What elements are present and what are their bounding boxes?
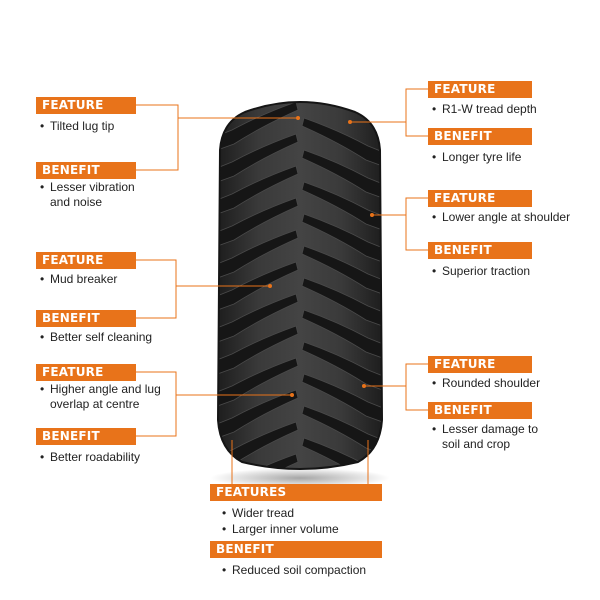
left-feature-3-text: •Higher angle and lug <box>40 382 161 396</box>
right-benefit-1-text: •Longer tyre life <box>432 150 522 164</box>
left-feature-1-tag: FEATURE <box>36 97 136 114</box>
left-benefit-1-tag: BENEFIT <box>36 162 136 179</box>
tread-lug-right <box>301 277 382 329</box>
left-benefit-1-text: •Lesser vibration <box>40 180 135 194</box>
leader-right-2 <box>405 197 428 251</box>
left-feature-2-tag: FEATURE <box>36 252 136 269</box>
left-feature-3-text-cont: overlap at centre <box>50 397 140 411</box>
leader-right-1 <box>405 88 428 137</box>
tread-lug-right <box>301 149 382 201</box>
left-feature-1-text: •Tilted lug tip <box>40 119 115 133</box>
tyre-shadow <box>210 468 390 488</box>
right-feature-3-text: •Rounded shoulder <box>432 376 541 390</box>
right-benefit-2-text: •Superior traction <box>432 264 531 278</box>
left-feature-2-text: •Mud breaker <box>40 272 118 286</box>
right-feature-2-text: •Lower angle at shoulder <box>432 210 571 224</box>
tread-lug-left <box>218 165 299 217</box>
tread-lug-right <box>301 341 382 393</box>
tread-lug-right <box>301 181 382 233</box>
tread-lug-right <box>301 373 382 425</box>
left-benefit-2-text: •Better self cleaning <box>40 330 153 344</box>
tread-lug-left <box>218 325 299 377</box>
bottom-features-text-2: •Larger inner volume <box>222 522 339 536</box>
bottom-features-text-1: •Wider tread <box>222 506 295 520</box>
left-benefit-3-tag: BENEFIT <box>36 428 136 445</box>
leader-left-3 <box>136 371 177 437</box>
right-benefit-2-tag: BENEFIT <box>428 242 532 259</box>
tread-lug-left <box>218 133 299 185</box>
tread-lug-left <box>218 102 299 153</box>
left-benefit-2-tag: BENEFIT <box>36 310 136 327</box>
tread-lug-left <box>218 389 299 441</box>
right-feature-2-tag: FEATURE <box>428 190 532 207</box>
bottom-features-tag: FEATURES <box>210 484 382 501</box>
left-benefit-3-text: •Better roadability <box>40 450 141 464</box>
tread-lug-left <box>218 197 299 249</box>
tread-lug-left <box>218 293 299 345</box>
leader-right-3 <box>405 363 428 411</box>
leader-left-1 <box>136 104 179 171</box>
tread-lug-left <box>218 453 299 469</box>
right-benefit-1-tag: BENEFIT <box>428 128 532 145</box>
right-feature-1-text: •R1-W tread depth <box>432 102 537 116</box>
tread-lug-right <box>301 245 382 297</box>
right-feature-3-tag: FEATURE <box>428 356 532 373</box>
tread-lugs <box>218 102 382 469</box>
right-benefit-3-tag: BENEFIT <box>428 402 532 419</box>
tread-lug-right <box>301 309 382 361</box>
right-feature-1-tag: FEATURE <box>428 81 532 98</box>
tread-lug-left <box>218 261 299 313</box>
right-benefit-3-text: •Lesser damage to <box>432 422 539 436</box>
tread-lug-right <box>301 213 382 265</box>
bottom-benefit-text: •Reduced soil compaction <box>222 563 367 577</box>
right-benefit-3-text-cont: soil and crop <box>442 437 511 451</box>
leader-left-2 <box>136 259 177 319</box>
tread-lug-left <box>218 229 299 281</box>
tread-lug-right <box>301 405 382 457</box>
tyre-outline <box>216 101 384 470</box>
left-feature-3-tag: FEATURE <box>36 364 136 381</box>
tread-lug-right <box>301 117 382 169</box>
left-benefit-1-text-cont: and noise <box>50 195 103 209</box>
tread-lug-right <box>301 437 382 469</box>
bottom-benefit-tag: BENEFIT <box>210 541 382 558</box>
